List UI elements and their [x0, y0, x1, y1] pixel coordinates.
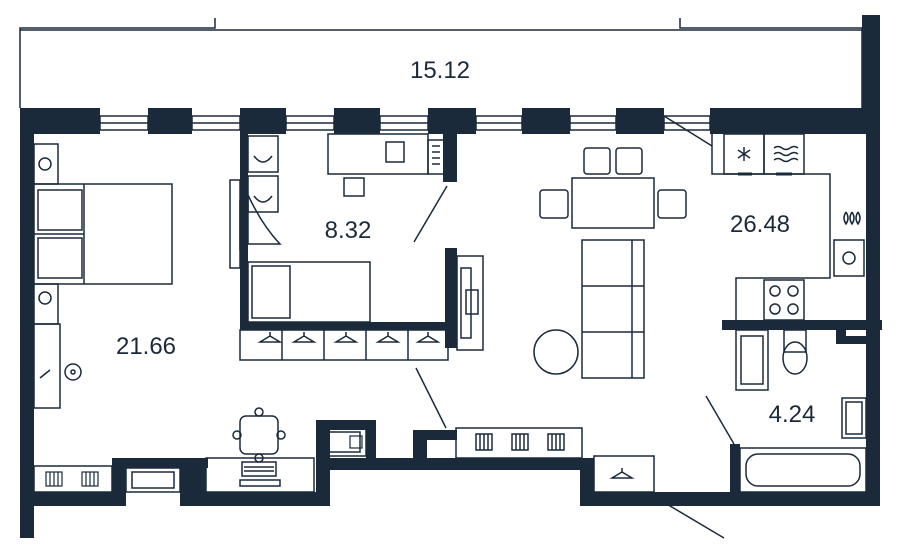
- bedroom-furniture: [33, 143, 241, 409]
- balcony-door-swing: [663, 115, 713, 147]
- hall-closet: [593, 455, 655, 493]
- room-area-bedroom: 21.66: [116, 333, 176, 360]
- radiators-hall: [455, 427, 655, 493]
- hanger-icons: [257, 332, 635, 479]
- nightstand-top: [33, 143, 59, 185]
- dressing-table: [327, 133, 429, 175]
- dressing-radiator: [427, 139, 445, 175]
- keyboard: [241, 461, 277, 477]
- dressing-room-furniture: [239, 133, 449, 361]
- balcony-right-wall: [862, 15, 880, 115]
- room-area-dressing-room: 8.32: [325, 217, 372, 244]
- snowflake-icon: [737, 147, 751, 161]
- room-area-balcony: 15.12: [410, 57, 470, 84]
- desk: [205, 457, 315, 493]
- daybed: [247, 261, 371, 323]
- dining-set: [539, 147, 687, 229]
- washing-machine: [735, 329, 769, 391]
- desk-chair: [239, 415, 279, 455]
- sink-2: [247, 175, 279, 213]
- tv-unit: [456, 255, 484, 351]
- exterior-walls: [20, 108, 880, 538]
- flame-icon: [843, 211, 861, 226]
- kitchen-counter: [711, 133, 865, 321]
- bathtub: [739, 447, 867, 493]
- sink-1: [247, 135, 279, 173]
- bathroom-sink: [841, 397, 867, 439]
- wardrobe: [239, 329, 449, 361]
- sofa: [533, 239, 645, 379]
- room-area-bathroom: 4.24: [769, 401, 816, 428]
- dining-table: [571, 177, 655, 229]
- interior-walls: [240, 130, 882, 504]
- waves-icon: [773, 145, 799, 163]
- desk-area: [33, 407, 367, 493]
- stove: [763, 279, 805, 321]
- toilet: [783, 329, 807, 353]
- kitchen-sink: [833, 239, 865, 277]
- room-area-kitchen-living: 26.48: [730, 211, 790, 238]
- coffee-table: [533, 329, 579, 375]
- door-swings: [247, 185, 735, 539]
- bathroom-fixtures: [735, 329, 872, 493]
- radiators-bedroom: [45, 435, 363, 487]
